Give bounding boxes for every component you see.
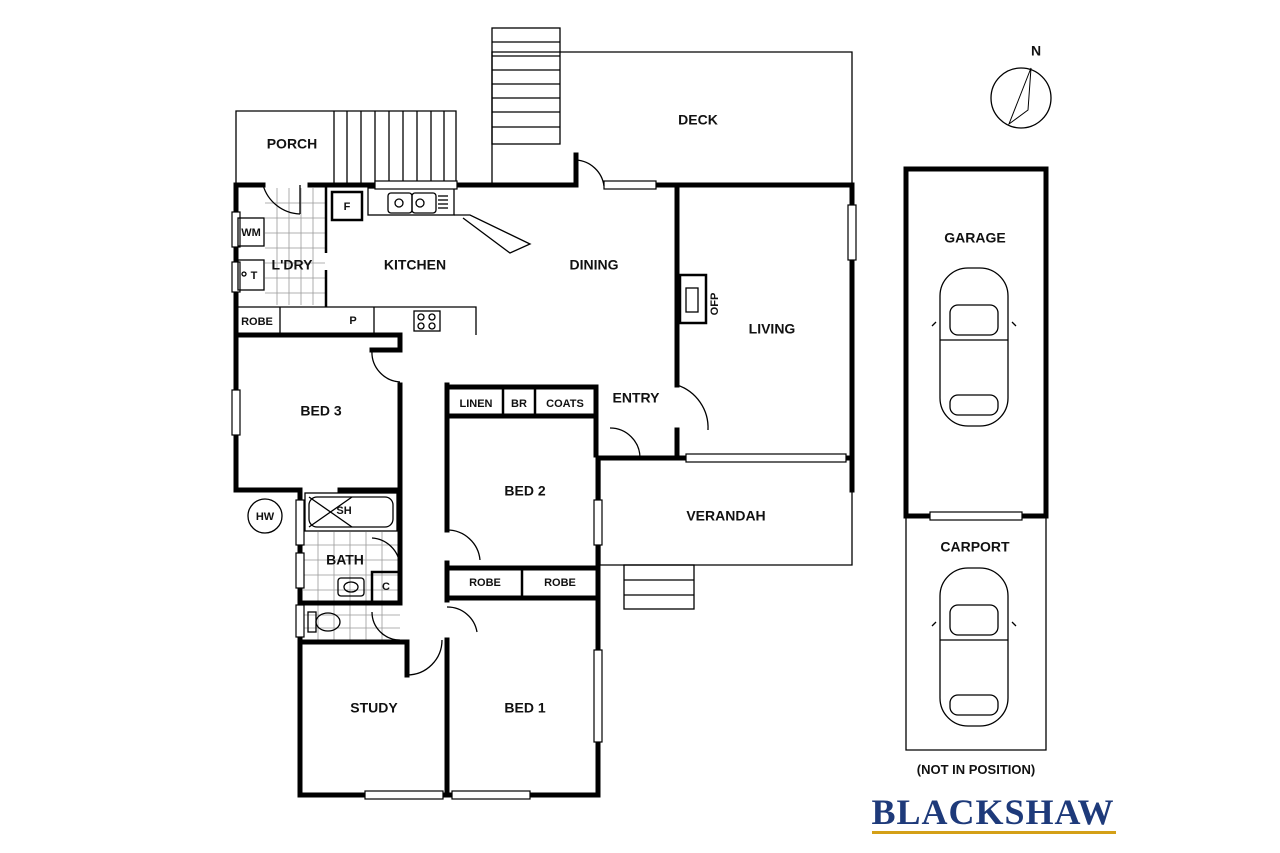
doors <box>262 159 709 676</box>
toilet-icon <box>307 611 341 633</box>
car-icon <box>931 267 1017 427</box>
fixture-label-coats: COATS <box>546 398 584 410</box>
wm-box <box>237 217 265 247</box>
room-label-living: LIVING <box>749 321 796 337</box>
room-label-bath: BATH <box>326 552 364 568</box>
room-label-garage: GARAGE <box>944 230 1005 246</box>
interior-walls <box>233 182 683 798</box>
room-label-dining: DINING <box>570 257 619 273</box>
tub-box <box>237 259 265 291</box>
fixture-label-fridge: F <box>344 201 351 213</box>
cooktop-icon <box>413 310 441 332</box>
fixture-label-robe-b: ROBE <box>544 577 576 589</box>
fixture-label-pantry: P <box>349 315 356 327</box>
fixture-label-t: T <box>251 270 258 282</box>
laundry-tiles <box>265 188 325 305</box>
compass-label: N <box>1031 43 1041 59</box>
room-label-bed3: BED 3 <box>300 403 341 419</box>
fixture-label-linen: LINEN <box>460 398 493 410</box>
fridge-box <box>330 190 364 222</box>
garage-outline <box>903 166 1049 751</box>
sink-icon <box>387 192 448 214</box>
brand-logo-text: BLACKSHAW <box>871 792 1114 832</box>
fixture-label-robe-a: ROBE <box>469 577 501 589</box>
fixture-label-shower: SH <box>336 505 351 517</box>
room-label-laundry: L'DRY <box>272 257 314 273</box>
fixture-label-hot-water: HW <box>256 511 275 523</box>
porch-outline <box>235 110 457 184</box>
not-in-position-note: (NOT IN POSITION) <box>917 762 1035 777</box>
windows <box>231 180 857 800</box>
room-label-study: STUDY <box>350 700 398 716</box>
compass-icon: N <box>990 43 1052 129</box>
fixture-label-fireplace: OFP <box>709 293 721 316</box>
room-label-verandah: VERANDAH <box>686 508 765 524</box>
deck-outline <box>491 27 853 183</box>
car-icon <box>931 567 1017 727</box>
room-label-carport: CARPORT <box>940 539 1010 555</box>
hot-water-unit <box>247 498 283 534</box>
brand-underline <box>872 831 1116 834</box>
cupboard-box <box>370 570 402 604</box>
fixture-label-cupboard: C <box>382 581 390 593</box>
room-label-deck: DECK <box>678 112 718 128</box>
fixture-label-wm: WM <box>241 227 261 239</box>
room-label-bed1: BED 1 <box>504 700 545 716</box>
room-label-porch: PORCH <box>267 136 318 152</box>
verandah-outline <box>599 460 853 610</box>
fixture-label-br: BR <box>511 398 527 410</box>
bathtub-icon <box>304 492 398 532</box>
room-label-kitchen: KITCHEN <box>384 257 446 273</box>
room-label-entry: ENTRY <box>613 390 661 406</box>
fireplace-icon <box>678 273 708 325</box>
room-label-bed2: BED 2 <box>504 483 545 499</box>
basin-icon <box>337 577 365 597</box>
fixture-label-robe-laundry: ROBE <box>241 316 273 328</box>
